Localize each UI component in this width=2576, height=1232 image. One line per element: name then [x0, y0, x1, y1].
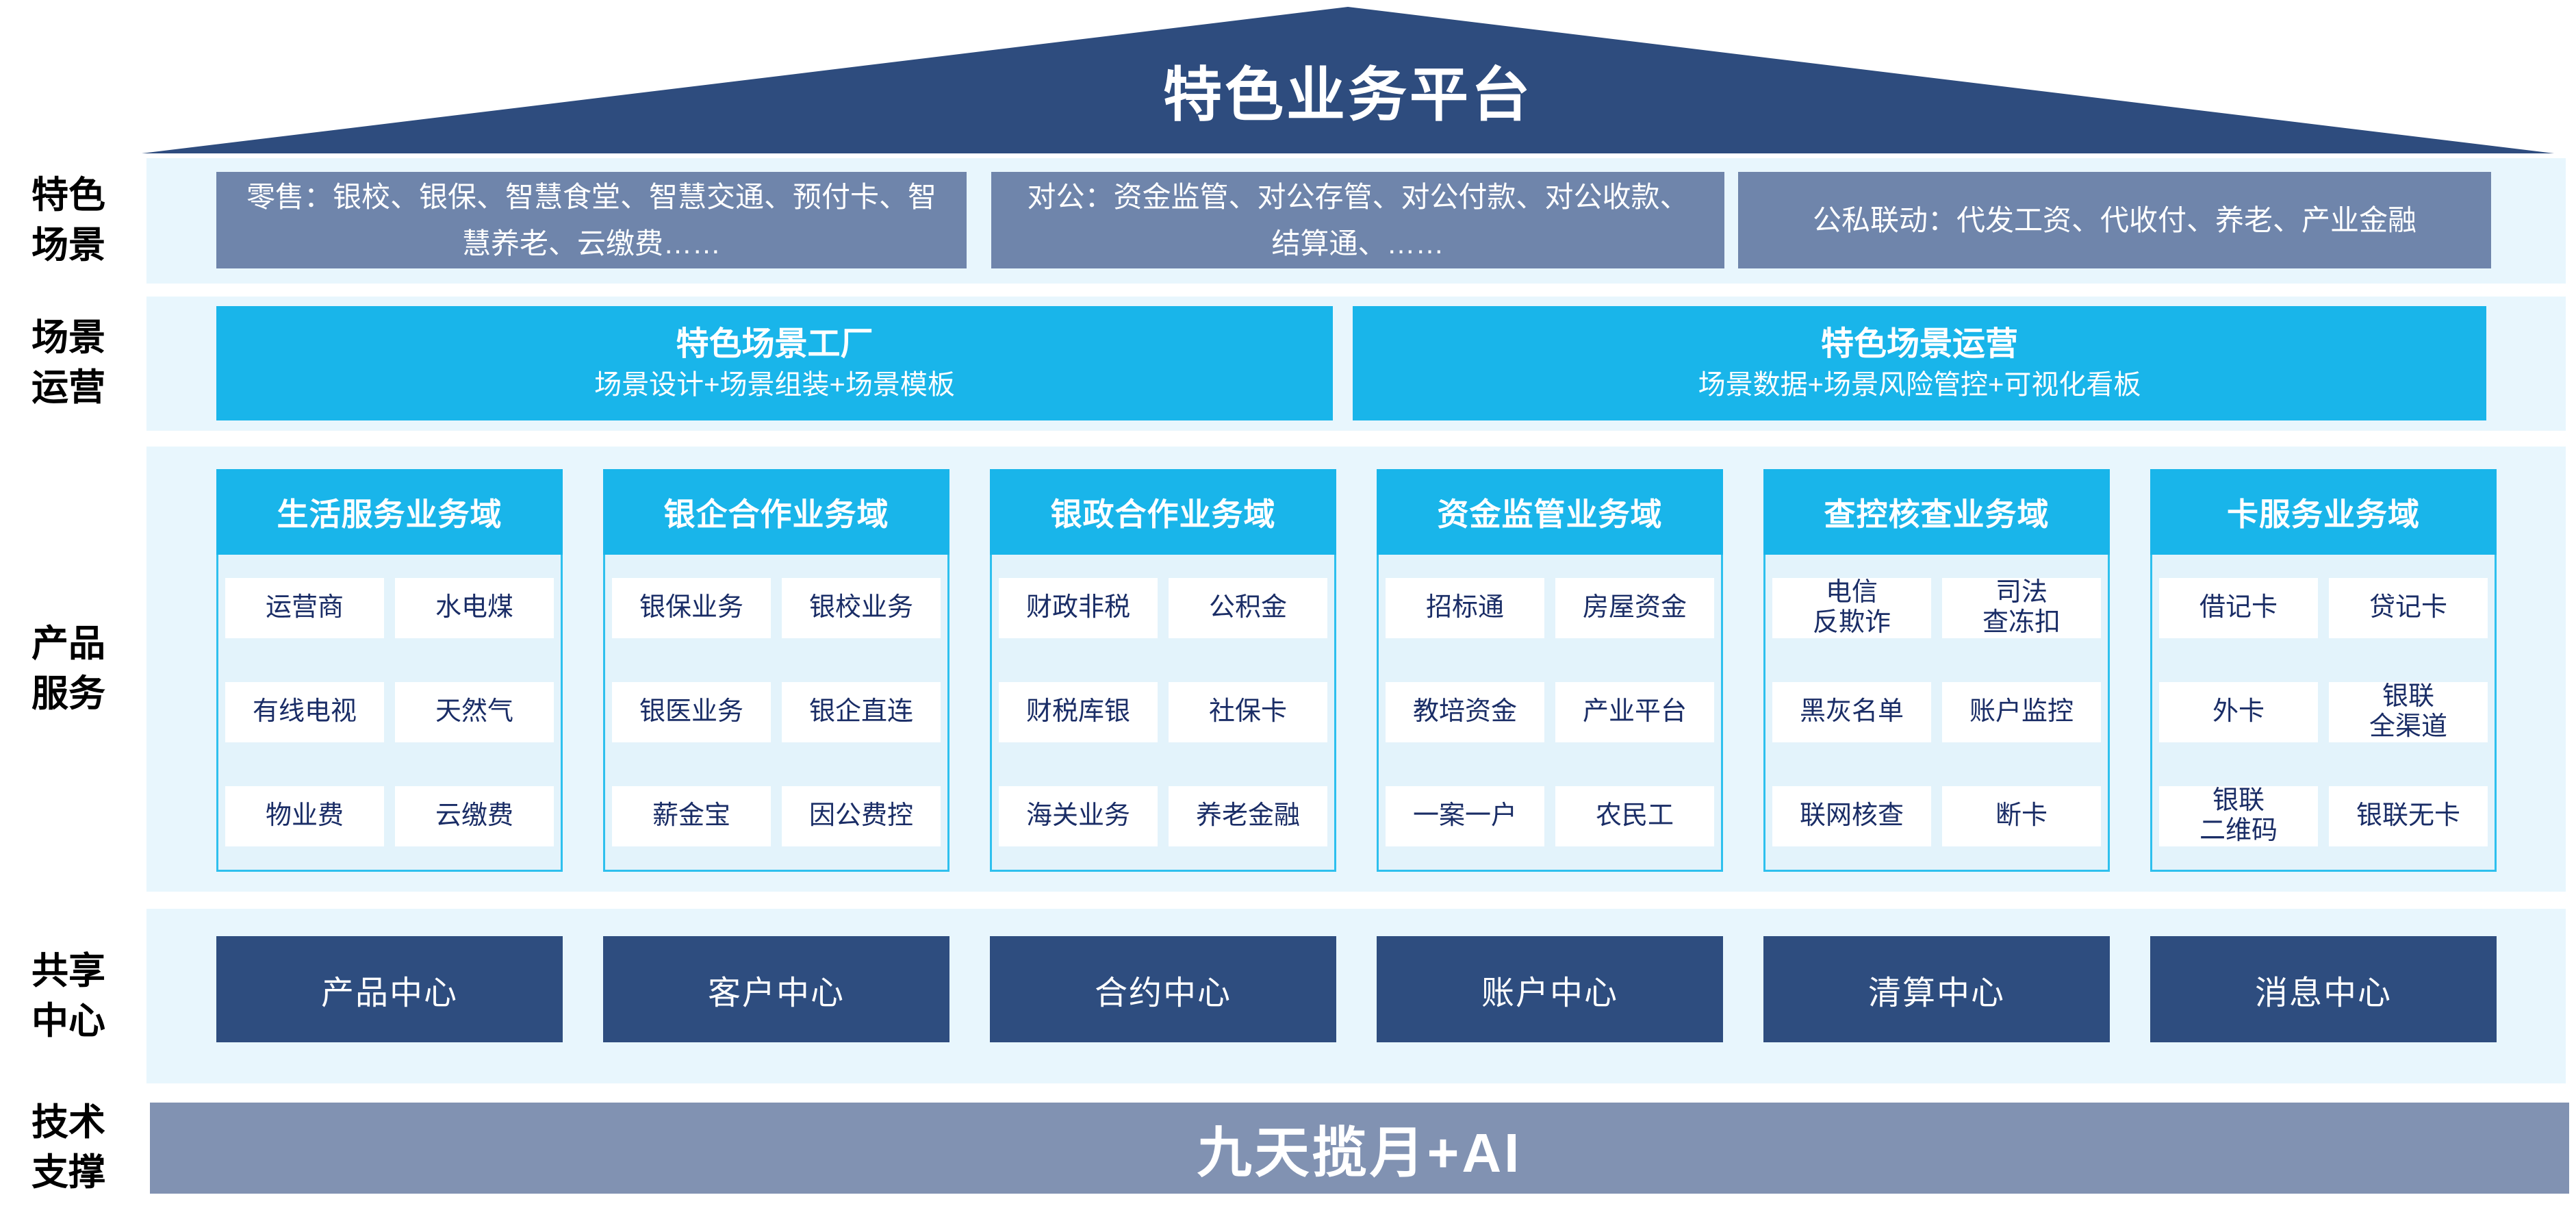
- product-item: 招标通: [1386, 578, 1544, 638]
- center-box-message: 消息中心: [2150, 936, 2497, 1042]
- product-item: 银企直连: [782, 682, 941, 742]
- product-column-header: 卡服务业务域: [2150, 469, 2497, 555]
- center-box-customer: 客户中心: [603, 936, 949, 1042]
- product-item: 运营商: [225, 578, 384, 638]
- product-item: 银联 二维码: [2159, 786, 2318, 846]
- product-item: 财税库银: [999, 682, 1158, 742]
- product-item: 房屋资金: [1555, 578, 1714, 638]
- product-column-body: 银保业务 银校业务 银医业务 银企直连 薪金宝 因公费控: [603, 555, 949, 872]
- product-item: 因公费控: [782, 786, 941, 846]
- product-item: 银保业务: [612, 578, 771, 638]
- product-item: 云缴费: [395, 786, 554, 846]
- product-item: 外卡: [2159, 682, 2318, 742]
- product-column-header: 银企合作业务域: [603, 469, 949, 555]
- platform-roof: 特色业务平台: [142, 7, 2554, 153]
- side-label-tech: 技术 支撑: [31, 1102, 105, 1193]
- product-item: 一案一户: [1386, 786, 1544, 846]
- side-label-products: 产品 服务: [31, 623, 105, 714]
- scene-operation-box: 特色场景运营 场景数据+场景风险管控+可视化看板: [1353, 306, 2486, 420]
- scene-factory-title: 特色场景工厂: [676, 325, 873, 362]
- product-item: 海关业务: [999, 786, 1158, 846]
- tech-support-bar: 九天揽月+AI: [150, 1103, 2569, 1194]
- center-box-clearing: 清算中心: [1763, 936, 2110, 1042]
- product-column-body: 运营商 水电煤 有线电视 天然气 物业费 云缴费: [216, 555, 563, 872]
- product-column-body: 电信 反欺诈 司法 查冻扣 黑灰名单 账户监控 联网核查 断卡: [1763, 555, 2110, 872]
- product-column-card-services: 卡服务业务域 借记卡 贷记卡 外卡 银联 全渠道 银联 二维码 银联无卡: [2150, 469, 2497, 872]
- center-box-product: 产品中心: [216, 936, 563, 1042]
- product-item: 天然气: [395, 682, 554, 742]
- scene-factory-box: 特色场景工厂 场景设计+场景组装+场景模板: [216, 306, 1333, 420]
- side-label-scenes: 特色 场景: [31, 175, 105, 266]
- product-item: 教培资金: [1386, 682, 1544, 742]
- product-item: 薪金宝: [612, 786, 771, 846]
- product-column-fund-supervision: 资金监管业务域 招标通 房屋资金 教培资金 产业平台 一案一户 农民工: [1377, 469, 1723, 872]
- product-item: 账户监控: [1942, 682, 2101, 742]
- center-box-account: 账户中心: [1377, 936, 1723, 1042]
- shared-centers-band: 产品中心 客户中心 合约中心 账户中心 清算中心 消息中心: [146, 909, 2566, 1083]
- product-item: 公积金: [1169, 578, 1327, 638]
- product-item: 贷记卡: [2329, 578, 2488, 638]
- platform-title: 特色业务平台: [1163, 62, 1533, 128]
- product-column-bank-enterprise: 银企合作业务域 银保业务 银校业务 银医业务 银企直连 薪金宝 因公费控: [603, 469, 949, 872]
- scene-box-corporate: 对公：资金监管、对公存管、对公付款、对公收款、结算通、……: [991, 172, 1724, 268]
- product-item: 联网核查: [1772, 786, 1931, 846]
- product-column-header: 生活服务业务域: [216, 469, 563, 555]
- product-column-inspection: 查控核查业务域 电信 反欺诈 司法 查冻扣 黑灰名单 账户监控 联网核查 断卡: [1763, 469, 2110, 872]
- scenes-band: 零售：银校、银保、智慧食堂、智慧交通、预付卡、智慧养老、云缴费…… 对公：资金监…: [146, 158, 2566, 284]
- product-column-body: 借记卡 贷记卡 外卡 银联 全渠道 银联 二维码 银联无卡: [2150, 555, 2497, 872]
- product-item: 物业费: [225, 786, 384, 846]
- side-label-shared: 共享 中心: [31, 951, 105, 1042]
- center-box-contract: 合约中心: [990, 936, 1336, 1042]
- product-item: 有线电视: [225, 682, 384, 742]
- product-item: 养老金融: [1169, 786, 1327, 846]
- product-item: 断卡: [1942, 786, 2101, 846]
- scene-box-public-private: 公私联动：代发工资、代收付、养老、产业金融: [1738, 172, 2491, 268]
- side-label-operation: 场景 运营: [31, 317, 105, 408]
- product-item: 银校业务: [782, 578, 941, 638]
- product-item: 银医业务: [612, 682, 771, 742]
- operation-band: 特色场景工厂 场景设计+场景组装+场景模板 特色场景运营 场景数据+场景风险管控…: [146, 297, 2566, 431]
- product-column-body: 招标通 房屋资金 教培资金 产业平台 一案一户 农民工: [1377, 555, 1723, 872]
- product-item: 银联无卡: [2329, 786, 2488, 846]
- product-column-header: 资金监管业务域: [1377, 469, 1723, 555]
- product-column-life-services: 生活服务业务域 运营商 水电煤 有线电视 天然气 物业费 云缴费: [216, 469, 563, 872]
- product-item: 社保卡: [1169, 682, 1327, 742]
- product-item: 产业平台: [1555, 682, 1714, 742]
- scene-operation-subtitle: 场景数据+场景风险管控+可视化看板: [1698, 370, 2141, 401]
- product-column-bank-government: 银政合作业务域 财政非税 公积金 财税库银 社保卡 海关业务 养老金融: [990, 469, 1336, 872]
- product-item: 财政非税: [999, 578, 1158, 638]
- product-column-body: 财政非税 公积金 财税库银 社保卡 海关业务 养老金融: [990, 555, 1336, 872]
- product-item: 黑灰名单: [1772, 682, 1931, 742]
- scene-operation-title: 特色场景运营: [1820, 325, 2018, 362]
- product-column-header: 银政合作业务域: [990, 469, 1336, 555]
- product-item: 水电煤: [395, 578, 554, 638]
- product-item: 农民工: [1555, 786, 1714, 846]
- product-item: 电信 反欺诈: [1772, 578, 1931, 638]
- products-band: 生活服务业务域 运营商 水电煤 有线电视 天然气 物业费 云缴费 银企合作业务域…: [146, 447, 2566, 892]
- product-item: 司法 查冻扣: [1942, 578, 2101, 638]
- scene-box-retail: 零售：银校、银保、智慧食堂、智慧交通、预付卡、智慧养老、云缴费……: [216, 172, 967, 268]
- product-item: 银联 全渠道: [2329, 682, 2488, 742]
- scene-factory-subtitle: 场景设计+场景组装+场景模板: [594, 370, 955, 401]
- product-item: 借记卡: [2159, 578, 2318, 638]
- product-column-header: 查控核查业务域: [1763, 469, 2110, 555]
